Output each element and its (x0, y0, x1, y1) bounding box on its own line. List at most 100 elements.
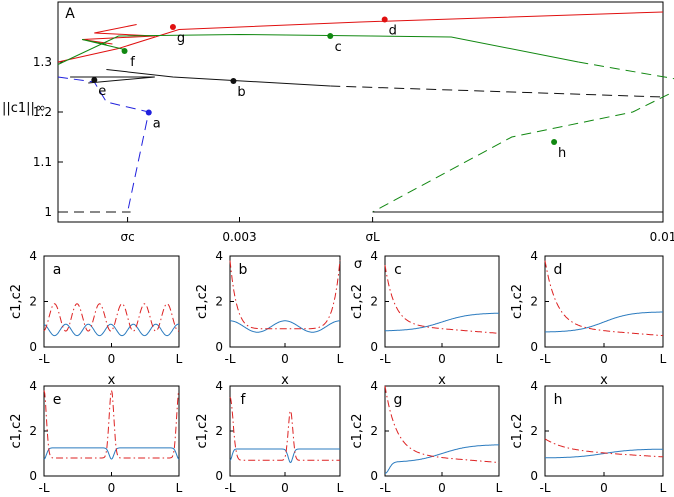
profile-curve-c2-e (43, 388, 180, 459)
branch-line-10 (57, 76, 150, 213)
profile-panel-label-d: d (554, 262, 563, 278)
profile-y-tick-label-c-2: 2 (370, 295, 378, 309)
main-x-axis-label: σ (354, 257, 362, 272)
profile-frame-a (43, 255, 180, 348)
profile-curve-c1-d (545, 311, 663, 333)
profile-frame-c (384, 255, 500, 348)
profile-x-tick-label-h-2: L (660, 481, 667, 495)
profile-x-tick-label-d-1: 0 (600, 352, 608, 366)
profile-curve-c2-d (544, 260, 663, 337)
profile-y-tick-label-e-0: 0 (29, 469, 37, 483)
profile-x-tick-label-g-2: L (496, 481, 503, 495)
profile-frame-e (43, 385, 180, 477)
profile-panel-label-b: b (239, 262, 248, 278)
profile-y-tick-label-e-4: 4 (29, 379, 37, 393)
profile-curve-c2-b (229, 260, 341, 330)
profile-y-tick-label-f-2: 2 (215, 424, 223, 438)
profile-x-tick-label-f-0: -L (224, 481, 235, 495)
profile-x-axis-label-c: x (438, 373, 446, 388)
profile-frame-f (229, 385, 341, 477)
profile-curve-c1-c (385, 312, 499, 332)
profile-x-tick-label-f-2: L (337, 481, 344, 495)
profile-y-tick-label-f-0: 0 (215, 469, 223, 483)
y-tick-label-1: 1 (44, 205, 52, 219)
profile-y-tick-label-a-2: 2 (29, 295, 37, 309)
profile-y-axis-label-e: c1,c2 (9, 414, 24, 449)
profile-curve-c1-a (43, 323, 180, 337)
profile-y-tick-label-c-4: 4 (370, 249, 378, 263)
profile-x-tick-label-b-1: 0 (281, 352, 289, 366)
profile-x-tick-label-f-1: 0 (281, 481, 289, 495)
x-tick-label-0.003: 0.003 (222, 230, 256, 244)
profile-x-tick-label-h-0: -L (539, 481, 550, 495)
solution-point-g (169, 24, 176, 30)
profile-panel-label-a: a (53, 262, 62, 278)
solution-point-c (327, 33, 334, 39)
profile-y-tick-label-b-0: 0 (215, 340, 223, 354)
profile-y-tick-label-g-2: 2 (370, 424, 378, 438)
profile-curve-c1-f (229, 448, 340, 464)
branch-line-0 (57, 11, 664, 63)
x-tick-label-0.01: 0.01 (650, 230, 674, 244)
profile-x-axis-label-d: x (600, 373, 608, 388)
solution-point-label-c: c (335, 40, 342, 55)
profile-y-tick-label-c-0: 0 (370, 340, 378, 354)
profile-frame-d (544, 255, 664, 348)
solution-point-f (121, 48, 128, 54)
profile-y-tick-label-d-4: 4 (530, 249, 538, 263)
profile-curve-c2-c (384, 265, 499, 334)
y-tick-label-1.3: 1.3 (33, 55, 52, 69)
solution-point-e (91, 77, 98, 83)
branch-line-1 (82, 24, 155, 45)
profile-y-tick-label-h-0: 0 (530, 469, 538, 483)
profile-y-tick-label-h-2: 2 (530, 424, 538, 438)
y-tick-label-1.1: 1.1 (33, 155, 52, 169)
profile-x-tick-label-a-2: L (176, 352, 183, 366)
profile-x-axis-label-b: x (281, 373, 289, 388)
solution-point-label-f: f (130, 55, 135, 70)
profile-curve-c2-f (229, 397, 340, 461)
solution-point-b (230, 78, 237, 84)
profile-x-tick-label-c-1: 0 (438, 352, 446, 366)
profile-y-tick-label-g-4: 4 (370, 379, 378, 393)
profile-x-axis-label-a: x (108, 373, 116, 388)
solution-point-d (381, 16, 388, 23)
profile-x-tick-label-e-0: -L (38, 481, 49, 495)
solution-point-h (551, 139, 558, 145)
profile-y-axis-label-c: c1,c2 (350, 284, 365, 319)
profile-y-tick-label-a-0: 0 (29, 340, 37, 354)
solution-point-label-a: a (153, 117, 161, 132)
profile-x-tick-label-g-0: -L (379, 481, 390, 495)
branch-line-5 (106, 69, 331, 87)
profile-y-tick-label-b-4: 4 (215, 249, 223, 263)
profile-x-tick-label-a-0: -L (38, 352, 49, 366)
profile-y-tick-label-h-4: 4 (530, 379, 538, 393)
branch-line-7 (70, 76, 155, 84)
profile-x-tick-label-e-1: 0 (108, 481, 116, 495)
profile-y-tick-label-f-4: 4 (215, 379, 223, 393)
profile-curve-c2-a (43, 303, 180, 332)
profile-y-axis-label-b: c1,c2 (195, 284, 210, 319)
branch-line-3 (372, 61, 674, 213)
solution-point-label-g: g (177, 31, 185, 46)
profile-x-tick-label-d-2: L (660, 352, 667, 366)
x-tick-label-σc: σc (120, 230, 134, 244)
panel-label-A: A (65, 6, 75, 22)
branch-line-2 (57, 33, 579, 65)
branch-line-6 (330, 85, 664, 98)
profile-curve-c1-g (384, 444, 499, 474)
profile-x-tick-label-a-1: 0 (108, 352, 116, 366)
profile-curve-c2-g (384, 385, 499, 463)
main-y-axis-label: ||c1||∞ (2, 101, 46, 116)
profile-curve-c2-h (544, 438, 663, 458)
